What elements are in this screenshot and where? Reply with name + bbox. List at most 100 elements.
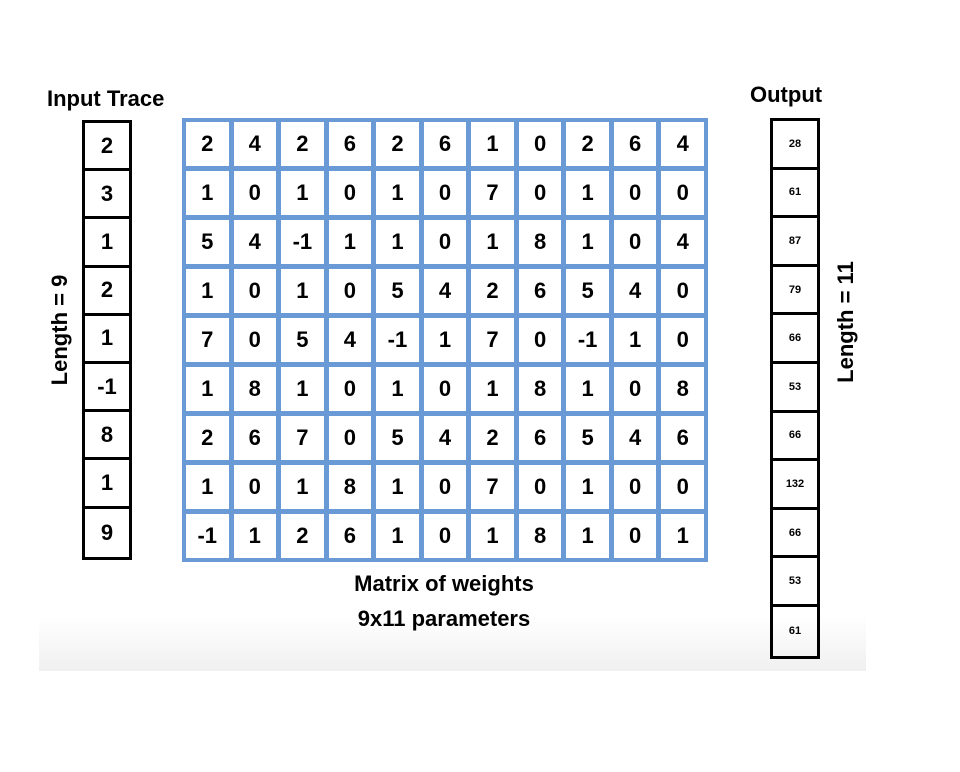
weight-cell: 5 [566, 416, 609, 460]
weight-cell: 1 [233, 514, 277, 558]
input-cell: 2 [85, 268, 129, 316]
weight-cell: 8 [661, 367, 704, 411]
weight-cell: 6 [518, 416, 562, 460]
input-length-label: Length = 9 [47, 274, 72, 386]
weight-cell: 6 [613, 122, 657, 166]
weight-cell: 1 [281, 367, 324, 411]
weight-cell: 7 [471, 318, 514, 362]
weight-cell: 1 [186, 367, 229, 411]
matrix-caption-line2: 9x11 parameters [357, 606, 531, 631]
weight-cell: 6 [661, 416, 704, 460]
weight-cell: 0 [518, 171, 562, 215]
weight-cell: 1 [376, 465, 419, 509]
weight-cell: 0 [233, 269, 277, 313]
input-cell: 1 [85, 219, 129, 268]
output-cell: 132 [773, 461, 817, 510]
weight-cell: 0 [613, 465, 657, 509]
weight-cell: 1 [186, 269, 229, 313]
weight-cell: 8 [518, 514, 562, 558]
weight-cell: 0 [423, 220, 467, 264]
output-length-label: Length = 11 [833, 261, 858, 383]
output-cell: 61 [788, 625, 802, 638]
weight-cell: 1 [186, 465, 229, 509]
output-cell: 53 [773, 364, 817, 413]
weight-cell: 1 [471, 220, 514, 264]
matrix-caption: Matrix of weights 9x11 parameters [182, 566, 706, 636]
weight-cell: 0 [661, 465, 704, 509]
weight-cell: 0 [328, 416, 372, 460]
weight-cell: 4 [613, 269, 657, 313]
weight-cell: 0 [423, 367, 467, 411]
weight-cell: 0 [233, 171, 277, 215]
weight-cell: 0 [613, 367, 657, 411]
weight-cell: 1 [661, 514, 704, 558]
weight-cell: 2 [281, 514, 324, 558]
weight-cell: -1 [376, 318, 419, 362]
output-cell: 87 [773, 218, 817, 267]
weight-cell: 4 [423, 269, 467, 313]
output-title: Output [750, 82, 823, 107]
weight-cell: -1 [281, 220, 324, 264]
weight-cell: 0 [613, 220, 657, 264]
weight-cell: 1 [613, 318, 657, 362]
weight-cell: 4 [233, 220, 277, 264]
matrix-caption-line1: Matrix of weights [354, 571, 534, 596]
weight-cell: 1 [376, 514, 419, 558]
weight-cell: 5 [376, 416, 419, 460]
weight-cell: 4 [661, 122, 704, 166]
weight-cell: 0 [233, 465, 277, 509]
weight-cell: 0 [613, 171, 657, 215]
weight-cell: 4 [423, 416, 467, 460]
output-cell: 66 [773, 413, 817, 462]
weight-cell: 1 [423, 318, 467, 362]
weight-cell: 4 [328, 318, 372, 362]
weight-cell: 8 [233, 367, 277, 411]
weight-cell: 1 [281, 269, 324, 313]
weight-cell: 2 [186, 416, 229, 460]
weight-cell: 1 [376, 367, 419, 411]
weight-cell: 1 [566, 465, 609, 509]
weight-cell: 7 [471, 465, 514, 509]
input-cell: 8 [85, 412, 129, 461]
weight-cell: 2 [566, 122, 609, 166]
input-cell: 3 [85, 171, 129, 220]
input-cell: 2 [85, 123, 129, 172]
weight-cell: 4 [661, 220, 704, 264]
weight-cell: 5 [376, 269, 419, 313]
input-cell: 1 [85, 316, 129, 364]
weight-cell: 1 [566, 171, 609, 215]
weight-cell: 8 [518, 220, 562, 264]
weight-cell: 0 [661, 269, 704, 313]
weight-cell: 2 [281, 122, 324, 166]
weight-cell: 0 [423, 465, 467, 509]
weight-cell: 1 [376, 220, 419, 264]
weight-cell: 0 [423, 514, 467, 558]
weight-cell: 1 [328, 220, 372, 264]
weight-cell: 2 [471, 269, 514, 313]
weight-cell: 2 [186, 122, 229, 166]
weight-cell: 6 [518, 269, 562, 313]
weight-cell: 7 [281, 416, 324, 460]
weight-cell: 0 [328, 269, 372, 313]
weight-cell: -1 [186, 514, 229, 558]
weight-cell: 1 [471, 122, 514, 166]
output-cell: 66 [773, 510, 817, 559]
weight-cell: 4 [613, 416, 657, 460]
input-trace-title: Input Trace [47, 86, 165, 111]
weight-cell: 5 [566, 269, 609, 313]
output-cell: 66 [773, 315, 817, 364]
weight-cell: 6 [328, 122, 372, 166]
output-cell: 28 [773, 121, 817, 170]
weight-cell: 1 [566, 514, 609, 558]
weight-cell: -1 [566, 318, 609, 362]
weight-cell: 4 [233, 122, 277, 166]
weight-cell: 6 [233, 416, 277, 460]
weight-cell: 0 [661, 171, 704, 215]
weight-cell: 0 [613, 514, 657, 558]
weight-cell: 1 [281, 465, 324, 509]
weight-cell: 6 [328, 514, 372, 558]
weight-cell: 5 [281, 318, 324, 362]
